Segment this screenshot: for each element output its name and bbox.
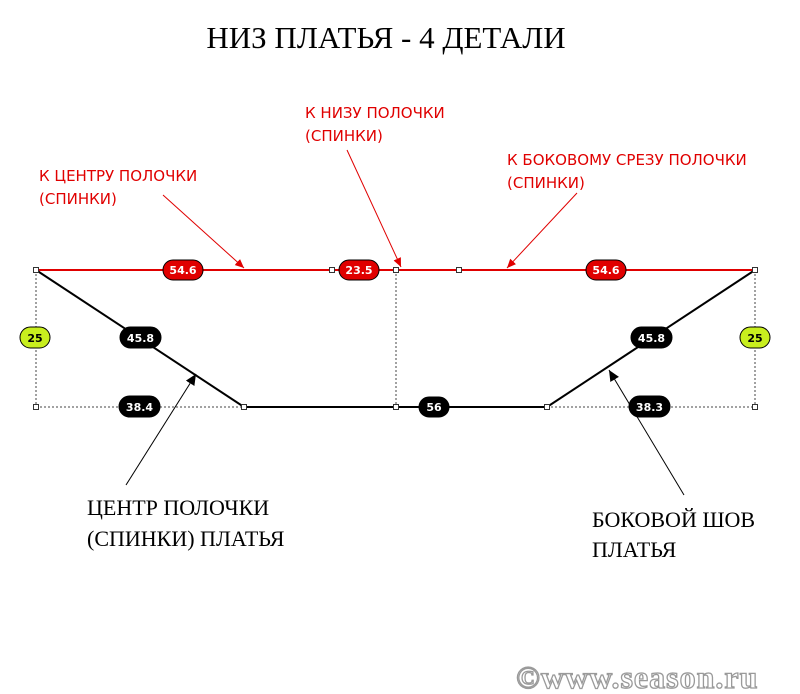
vertex-marker xyxy=(33,404,39,410)
label-side-seam-line1: БОКОВОЙ ШОВ xyxy=(592,507,755,532)
badge-bottom-right: 38.3 xyxy=(628,395,671,418)
vertex-marker xyxy=(456,267,462,273)
badge-height-left: 25 xyxy=(19,326,51,349)
measure-top-left: 54.6 xyxy=(169,264,196,277)
label-bottom-line1: К НИЗУ ПОЛОЧКИ xyxy=(305,104,445,122)
badge-top-middle: 23.5 xyxy=(338,259,380,281)
label-center-seam-line1: ЦЕНТР ПОЛОЧКИ xyxy=(87,495,269,520)
arrow-to-bottom xyxy=(346,149,402,268)
badge-top-right: 54.6 xyxy=(585,259,627,281)
badge-bottom-left: 38.4 xyxy=(118,395,161,418)
label-center-seam-line2: (СПИНКИ) ПЛАТЬЯ xyxy=(87,526,285,551)
vertex-marker xyxy=(329,267,335,273)
measure-bottom-right: 38.3 xyxy=(636,401,663,414)
vertex-markers xyxy=(33,267,758,410)
label-side-line1: К БОКОВОМУ СРЕЗУ ПОЛОЧКИ xyxy=(507,151,747,169)
vertex-marker xyxy=(241,404,247,410)
page-title: НИЗ ПЛАТЬЯ - 4 ДЕТАЛИ xyxy=(206,20,565,55)
measure-bottom-middle: 56 xyxy=(426,401,442,414)
vertex-marker xyxy=(544,404,550,410)
measure-height-right: 25 xyxy=(747,332,762,345)
vertex-marker xyxy=(393,404,399,410)
arrow-to-center xyxy=(162,194,245,269)
measure-top-right: 54.6 xyxy=(592,264,619,277)
badge-diagonal-left: 45.8 xyxy=(119,326,162,349)
measure-diagonal-right: 45.8 xyxy=(638,332,665,345)
measure-height-left: 25 xyxy=(27,332,42,345)
measure-bottom-left: 38.4 xyxy=(126,401,153,414)
vertex-marker xyxy=(752,267,758,273)
badge-diagonal-right: 45.8 xyxy=(630,326,673,349)
label-side-seam-line2: ПЛАТЬЯ xyxy=(592,537,677,562)
label-side-line2: (СПИНКИ) xyxy=(507,174,585,192)
badge-height-right: 25 xyxy=(739,326,771,349)
measure-top-middle: 23.5 xyxy=(345,264,372,277)
watermark: ©www.season.ru xyxy=(516,659,758,694)
badge-top-left: 54.6 xyxy=(162,259,204,281)
label-center-line1: К ЦЕНТРУ ПОЛОЧКИ xyxy=(39,167,197,185)
label-center-line2: (СПИНКИ) xyxy=(39,190,117,208)
vertex-marker xyxy=(393,267,399,273)
badge-bottom-middle: 56 xyxy=(418,396,450,418)
arrow-center-seam xyxy=(125,373,197,486)
measure-diagonal-left: 45.8 xyxy=(127,332,154,345)
vertex-marker xyxy=(33,267,39,273)
vertex-marker xyxy=(752,404,758,410)
label-bottom-line2: (СПИНКИ) xyxy=(305,127,383,145)
arrow-to-side xyxy=(506,192,578,269)
arrow-side-seam xyxy=(608,369,685,496)
